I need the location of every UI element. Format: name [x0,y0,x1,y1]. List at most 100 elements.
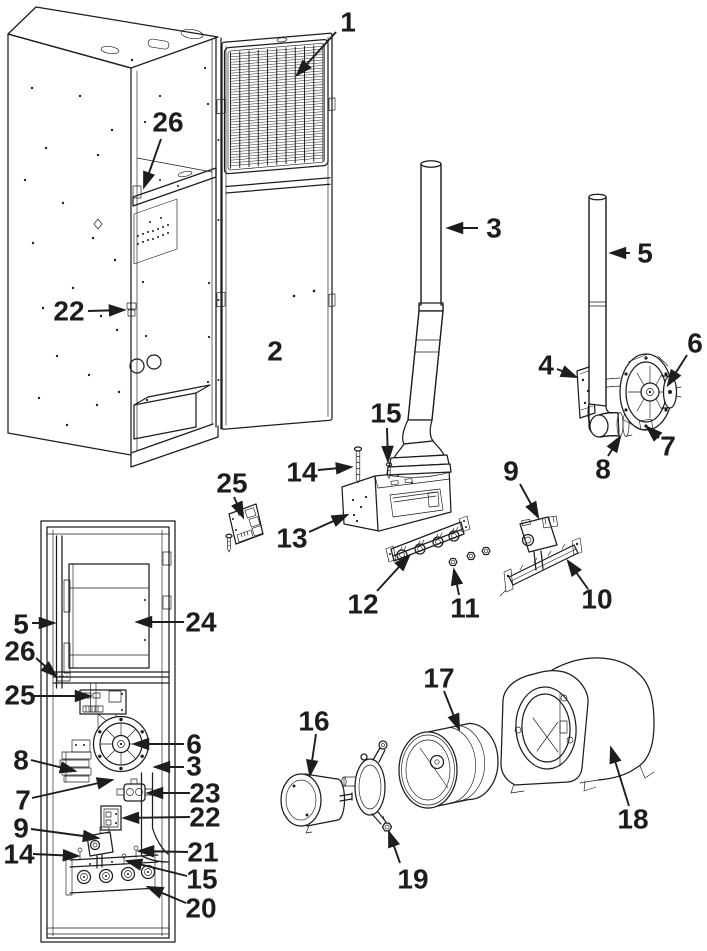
screw-15-installed [121,853,127,865]
door-latch [126,302,137,317]
callout-14-label-11: 14 [286,457,318,488]
back-wall-dots [141,66,220,402]
assembled-lower-view [40,520,176,943]
callout-8-label-22: 8 [13,745,29,776]
callout-21-label-30: 21 [187,837,218,868]
callout-23-label-26: 23 [189,778,220,809]
callout-13-leader-13 [308,513,350,533]
door-hinge [216,98,226,115]
blower-housing [500,657,655,794]
callout-25-label-12: 25 [216,468,247,499]
shelf-line [52,671,170,684]
inducer-mount-bars [59,739,92,783]
interior-shelf [132,157,217,207]
callout-5-label-5: 5 [637,238,653,269]
vent-panel [133,198,178,265]
interior-vent-pipe [55,535,63,689]
callout-26-leader-1 [143,138,162,190]
inducer-fan-installed [92,715,150,773]
callout-26-leader-20 [35,657,58,678]
callout-15-label-31: 15 [186,864,217,895]
hinge-tab [162,595,172,610]
callout-12-leader-14 [376,554,411,592]
callout-7-leader-25 [31,777,115,799]
callout-15-label-10: 15 [370,398,401,429]
shelf-bracket [132,185,142,199]
callout-7-label-25: 7 [15,785,31,816]
blower-deck [63,563,150,674]
flue-hole [129,358,145,374]
door-tab [328,97,336,111]
blower-exploded [280,657,655,834]
callout-13-label-13: 13 [276,523,307,554]
board-screw [225,533,233,553]
callout-1-leader-0 [295,31,337,77]
callout-8-leader-9 [606,434,622,457]
callout-9-label-16: 9 [503,456,519,487]
callout-10-label-17: 10 [581,584,612,615]
callout-14-label-29: 14 [3,839,35,870]
callout-8-leader-22 [30,759,78,774]
gas-valve-installed [86,826,114,869]
callout-9-leader-16 [519,483,540,520]
callout-17-label-34: 17 [423,663,454,694]
callout-12-label-14: 12 [347,589,378,620]
flue-duct [140,772,169,863]
callout-7-leader-8 [645,425,663,442]
callout-17-leader-34 [443,690,460,732]
burner-box [341,467,452,532]
callout-26-label-20: 26 [4,636,35,667]
door-hinge [216,291,226,308]
callout-19-label-36: 19 [397,864,428,895]
callout-11-label-15: 11 [450,593,480,624]
callout-6-leader-7 [666,354,688,388]
mounting-nut [381,815,393,832]
callout-22-label-2: 22 [53,296,84,327]
gas-manifold [499,537,583,597]
callout-14-leader-29 [32,849,81,862]
bottom-platform [133,384,211,440]
screw-hole-dots [23,86,121,427]
hex-nuts [448,546,491,567]
callout-25-label-21: 25 [4,680,35,711]
motor-mount [341,740,393,832]
hinge-tab [162,551,172,566]
callout-26-label-1: 26 [152,107,183,138]
inducer-assembly [576,193,682,438]
diamond-knockout [93,218,103,230]
callout-20-leader-32 [145,885,187,904]
callout-16-label-33: 16 [298,706,329,737]
callout-6-label-23: 6 [186,729,202,760]
blower-wheel [398,722,499,809]
callout-6-label-7: 6 [687,328,703,359]
callout-2-label-3: 2 [267,336,283,367]
exhaust-pipe [588,193,607,407]
filter-grille [223,38,329,175]
door-tab [328,293,336,307]
callout-24-label-19: 24 [185,607,217,638]
callout-18-label-35: 18 [617,804,648,835]
callout-16-leader-33 [306,733,319,778]
callout-15-leader-31 [124,858,188,877]
callout-7-label-8: 7 [660,431,676,462]
callout-4-leader-6 [556,365,579,379]
screw-14 [353,446,363,484]
screw-14-installed [77,847,83,861]
callout-4-label-6: 4 [538,350,554,381]
callout-22-leader-2 [87,304,127,317]
callout-20-label-32: 20 [185,893,216,924]
callout-22-leader-27 [121,811,191,825]
control-board [228,503,264,545]
callout-5-label-18: 5 [13,609,29,640]
callout-22-label-27: 22 [189,802,220,833]
callout-15-leader-10 [381,427,394,464]
callout-9-leader-28 [30,828,101,843]
flue-hole [146,354,162,370]
vent-pipe [386,160,452,478]
junction-box [100,805,122,831]
inducer-elbow [587,403,633,438]
door-divider [225,177,331,194]
